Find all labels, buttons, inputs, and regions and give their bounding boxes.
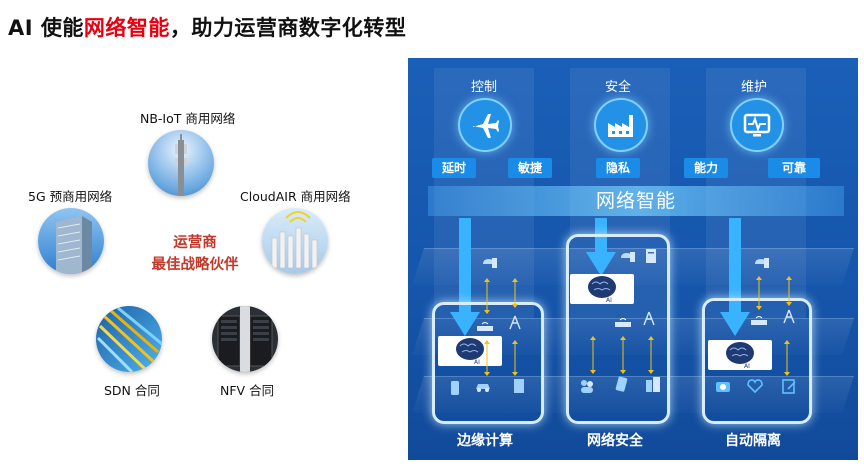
label-network-security: 网络安全 xyxy=(587,433,643,449)
title-suffix: ，助力运营商数字化转型 xyxy=(169,16,407,40)
switch-icon xyxy=(477,322,493,331)
tag-capability: 能力 xyxy=(684,158,728,178)
switch-icon xyxy=(751,316,767,325)
tag-latency: 延时 xyxy=(432,158,476,178)
node-label-nfv: NFV 合同 xyxy=(220,383,275,398)
edit-document-icon xyxy=(782,379,796,394)
category-label-security: 安全 xyxy=(604,80,631,95)
bidirectional-arrow-icon xyxy=(756,276,762,310)
brain-icon: AI xyxy=(588,276,616,304)
center-slogan: 运营商 最佳战略伙伴 xyxy=(140,232,250,276)
fiber-cables-icon xyxy=(96,306,162,372)
antenna-tower-icon xyxy=(509,315,521,330)
title-highlight: 网络智能 xyxy=(83,16,170,40)
category-label-maintenance: 维护 xyxy=(740,80,767,95)
cloud-server-icon xyxy=(755,258,769,268)
node-label-cloudair: CloudAIR 商用网络 xyxy=(240,189,351,204)
tablet-icon xyxy=(615,376,628,392)
category-label-control: 控制 xyxy=(470,80,497,95)
node-label-nbiot: NB-IoT 商用网络 xyxy=(140,111,236,126)
auto-isolation-group xyxy=(702,298,812,424)
antenna-tower-icon xyxy=(643,311,655,326)
arrow-down-isolation-icon xyxy=(720,218,750,336)
bidirectional-arrow-icon xyxy=(784,340,790,376)
phone-icon xyxy=(451,381,459,395)
node-label-sdn: SDN 合同 xyxy=(104,383,160,398)
people-icon xyxy=(581,380,593,393)
office-building-icon xyxy=(56,216,92,274)
edge-computing-group xyxy=(432,302,544,424)
fiber-cables-photo xyxy=(96,306,162,372)
bidirectional-arrow-icon xyxy=(786,276,792,306)
tag-privacy: 隐私 xyxy=(596,158,640,178)
switch-icon xyxy=(615,318,631,327)
bidirectional-arrow-icon xyxy=(512,340,518,376)
monitor-pulse-icon xyxy=(730,98,784,152)
tag-agility: 敏捷 xyxy=(508,158,552,178)
factory-icon xyxy=(594,98,648,152)
ai-brain-edge: AI xyxy=(438,336,502,366)
bidirectional-arrow-icon xyxy=(648,336,654,374)
tag-reliability: 可靠 xyxy=(768,158,820,178)
buildings-icon xyxy=(646,377,660,392)
title-prefix: AI 使能 xyxy=(8,16,84,40)
heart-icon xyxy=(747,379,763,394)
network-intelligence-bar: 网络智能 xyxy=(428,186,844,216)
brain-ai-text: AI xyxy=(606,297,612,304)
antenna-tower-icon xyxy=(783,309,795,324)
bidirectional-arrow-icon xyxy=(620,336,626,374)
server-racks-icon xyxy=(217,306,273,372)
ai-brain-security: AI xyxy=(570,274,634,304)
office-building-photo xyxy=(38,208,104,274)
brain-icon: AI xyxy=(456,338,484,366)
bidirectional-arrow-icon xyxy=(484,278,490,314)
network-intelligence-diagram: 控制 安全 维护 延时 敏捷 隐私 能力 可靠 网络智能 xyxy=(408,58,858,460)
arrow-down-edge-icon xyxy=(450,218,480,336)
camera-icon xyxy=(716,382,730,392)
label-edge-computing: 边缘计算 xyxy=(457,433,513,449)
antenna-array-photo xyxy=(262,208,328,274)
bidirectional-arrow-icon xyxy=(590,336,596,374)
airplane-icon xyxy=(458,98,512,152)
cloud-server-icon xyxy=(621,252,635,262)
server-racks-photo xyxy=(212,306,278,372)
network-security-group xyxy=(566,234,670,424)
cell-tower-photo xyxy=(148,130,214,196)
cell-tower-icon xyxy=(175,134,187,196)
node-label-5g: 5G 预商用网络 xyxy=(28,189,113,204)
cloud-server-icon xyxy=(483,258,497,268)
bidirectional-arrow-icon xyxy=(512,278,518,308)
bidirectional-arrow-icon xyxy=(484,340,490,376)
center-line-2: 最佳战略伙伴 xyxy=(151,257,239,273)
server-icon xyxy=(646,249,656,263)
ai-brain-isolation: AI xyxy=(708,340,772,370)
antenna-array-icon xyxy=(271,211,318,269)
brain-ai-text: AI xyxy=(744,363,750,370)
label-auto-isolation: 自动隔离 xyxy=(725,433,781,449)
brain-icon: AI xyxy=(726,342,754,370)
brain-ai-text: AI xyxy=(474,359,480,366)
center-line-1: 运营商 xyxy=(173,235,217,251)
cabinet-icon xyxy=(514,379,524,393)
car-icon xyxy=(476,384,490,392)
slide-title: AI 使能网络智能，助力运营商数字化转型 xyxy=(8,12,406,42)
